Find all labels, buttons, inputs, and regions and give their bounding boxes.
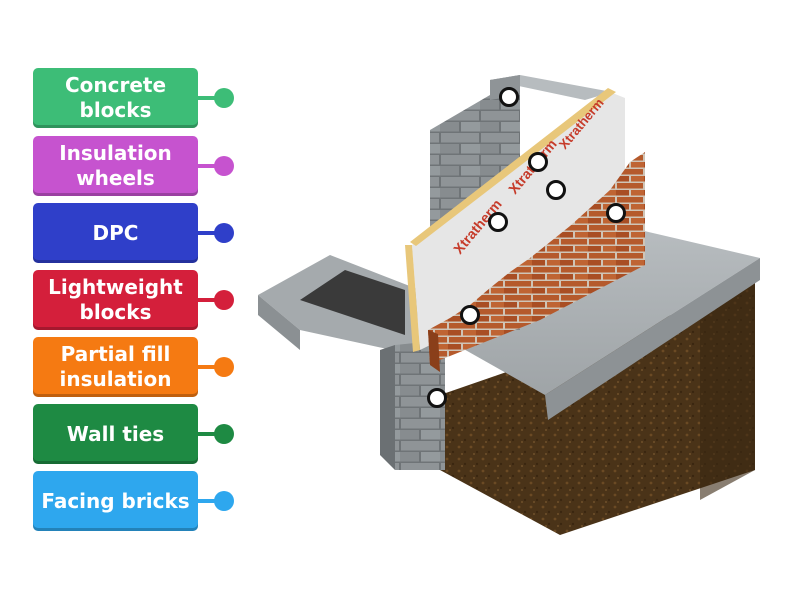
label-pin-facing-bricks[interactable] bbox=[214, 491, 234, 511]
label-text-wall-ties: Wall ties bbox=[66, 421, 165, 446]
floor-slab-front bbox=[258, 295, 300, 350]
label-connector-facing-bricks bbox=[198, 499, 226, 503]
hotspot-wall-ties[interactable] bbox=[488, 212, 508, 232]
inner-block-leaf-top bbox=[490, 75, 612, 100]
label-lightweight-blocks[interactable]: Lightweight blocks bbox=[33, 270, 198, 330]
label-insulation-wheels[interactable]: Insulation wheels bbox=[33, 136, 198, 196]
hotspot-foundation[interactable] bbox=[427, 388, 447, 408]
label-pin-wall-ties[interactable] bbox=[214, 424, 234, 444]
label-pin-partial-fill-insulation[interactable] bbox=[214, 357, 234, 377]
label-connector-partial-fill-insulation bbox=[198, 365, 226, 369]
label-text-concrete-blocks: Concrete blocks bbox=[64, 73, 167, 122]
label-connector-insulation-wheels bbox=[198, 164, 226, 168]
insulation-top-edge bbox=[410, 88, 616, 246]
external-slab-front bbox=[545, 258, 760, 420]
screed-dark-layer bbox=[300, 270, 405, 335]
insulation-board bbox=[412, 92, 625, 350]
hotspot-insulation-upper[interactable] bbox=[528, 152, 548, 172]
brick-outer-leaf bbox=[428, 152, 645, 365]
label-connector-concrete-blocks bbox=[198, 96, 226, 100]
label-pin-lightweight-blocks[interactable] bbox=[214, 290, 234, 310]
label-text-insulation-wheels: Insulation wheels bbox=[59, 141, 172, 190]
label-wall-ties[interactable]: Wall ties bbox=[33, 404, 198, 464]
soil-side-face bbox=[700, 265, 755, 500]
foundation-blocks-side bbox=[380, 345, 395, 470]
label-concrete-blocks[interactable]: Concrete blocks bbox=[33, 68, 198, 128]
label-partial-fill-insulation[interactable]: Partial fill insulation bbox=[33, 337, 198, 397]
external-slab-top bbox=[430, 230, 760, 395]
hotspot-insulation-middle[interactable] bbox=[546, 180, 566, 200]
label-facing-bricks[interactable]: Facing bricks bbox=[33, 471, 198, 531]
label-connector-dpc bbox=[198, 231, 226, 235]
label-text-partial-fill-insulation: Partial fill insulation bbox=[59, 342, 172, 391]
label-text-facing-bricks: Facing bricks bbox=[41, 488, 190, 513]
label-pin-concrete-blocks[interactable] bbox=[214, 88, 234, 108]
insulation-board-edge bbox=[405, 245, 420, 352]
label-text-lightweight-blocks: Lightweight blocks bbox=[48, 275, 183, 324]
hotspot-dpc[interactable] bbox=[460, 305, 480, 325]
label-connector-lightweight-blocks bbox=[198, 298, 226, 302]
label-pin-dpc[interactable] bbox=[214, 223, 234, 243]
label-pin-insulation-wheels[interactable] bbox=[214, 156, 234, 176]
hotspot-concrete-blocks[interactable] bbox=[499, 87, 519, 107]
brick-leaf-front-edge bbox=[428, 330, 440, 372]
label-text-dpc: DPC bbox=[92, 220, 139, 245]
label-connector-wall-ties bbox=[198, 432, 226, 436]
foundation-blocks bbox=[395, 340, 445, 470]
hotspot-brick-wall[interactable] bbox=[606, 203, 626, 223]
label-dpc[interactable]: DPC bbox=[33, 203, 198, 263]
